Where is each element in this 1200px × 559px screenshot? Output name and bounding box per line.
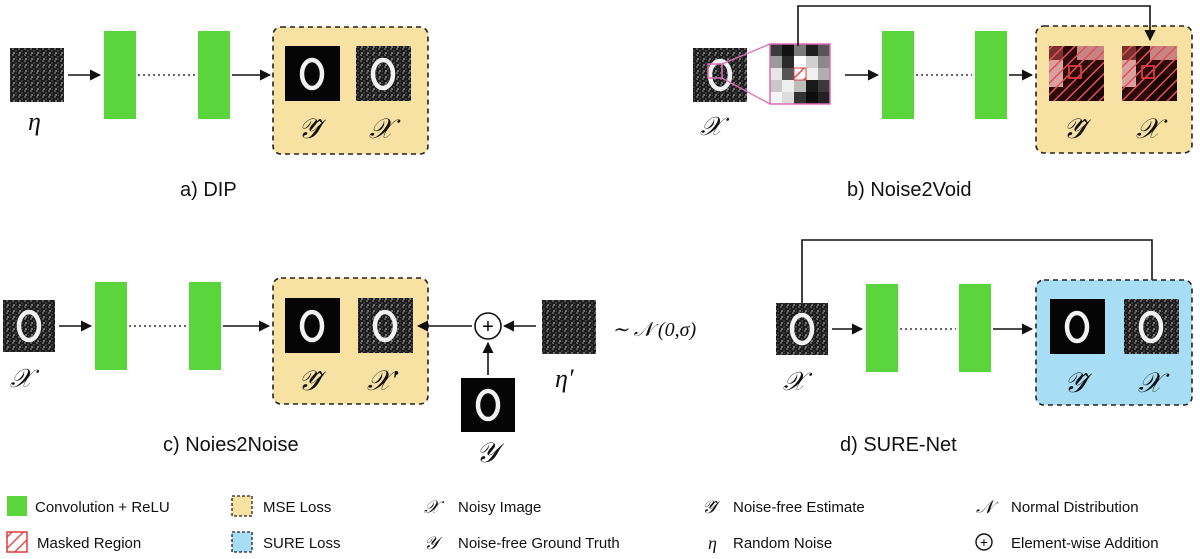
skip-connection xyxy=(801,239,1158,303)
panel-caption: a) DIP xyxy=(180,179,237,201)
legend-normal-symbol: 𝒩 xyxy=(976,497,999,517)
legend-noisy-symbol: 𝒳 xyxy=(424,497,445,517)
legend-gt-label: Noise-free Ground Truth xyxy=(458,535,620,552)
legend-mse-label: MSE Loss xyxy=(263,499,331,516)
legend-sure-label: SURE Loss xyxy=(263,535,341,552)
clean-image xyxy=(461,378,515,432)
panel-sure-net: 𝒳 𝒴̂ 𝒳 d) SURE-Net xyxy=(776,239,1193,456)
legend-mse-swatch xyxy=(231,495,253,517)
noise-image xyxy=(542,300,596,354)
legend-add-icon xyxy=(975,533,993,551)
legend-masked-swatch xyxy=(6,531,28,553)
masked-noisy-image xyxy=(1122,46,1177,101)
noisy-target-image xyxy=(358,298,413,353)
panel-noise2noise: 𝒳 𝒴̂ 𝒳′ + 𝒴 η′ ∼ 𝒩 (0,σ) c) Noies2Noise xyxy=(3,277,696,469)
input-symbol: η xyxy=(28,107,41,136)
addition-node: + xyxy=(474,312,502,340)
input-symbol: 𝒳 xyxy=(783,367,813,396)
magnifier-line xyxy=(721,43,771,65)
conv-block xyxy=(95,282,127,370)
legend-noisy-label: Noisy Image xyxy=(458,499,541,516)
legend-estimate-symbol: 𝒴̂ xyxy=(702,497,721,517)
legend-noise-label: Random Noise xyxy=(733,535,832,552)
legend-add-symbol: + xyxy=(980,534,988,550)
masked-estimate-image xyxy=(1049,46,1104,101)
conv-block xyxy=(975,31,1007,119)
noisy-image xyxy=(356,46,411,101)
panel-dip: η 𝒴̂ 𝒳 a) DIP xyxy=(10,26,429,201)
conv-block xyxy=(959,284,991,372)
conv-block xyxy=(104,31,136,119)
legend-conv-swatch xyxy=(7,496,27,516)
legend: Convolution + ReLU MSE Loss 𝒳 Noisy Imag… xyxy=(6,495,1159,553)
panel-caption: b) Noise2Void xyxy=(847,179,972,201)
legend-gt-symbol: 𝒴 xyxy=(424,533,443,553)
noise-image xyxy=(10,48,64,102)
skip-connection xyxy=(797,5,1156,46)
estimate-image xyxy=(285,298,340,353)
conv-block xyxy=(866,284,898,372)
conv-block xyxy=(198,31,230,119)
estimate-image xyxy=(1050,299,1105,354)
noise-symbol: η′ xyxy=(555,364,574,393)
conv-block xyxy=(189,282,221,370)
plus-symbol: + xyxy=(482,316,494,338)
noisy-target-symbol: 𝒳′ xyxy=(367,366,399,397)
panel-noise2void: 𝒳 xyxy=(693,5,1193,201)
noisy-image xyxy=(693,48,747,102)
input-symbol: 𝒳 xyxy=(700,112,730,141)
clean-symbol: 𝒴 xyxy=(476,438,505,469)
panel-caption: c) Noies2Noise xyxy=(163,434,299,456)
legend-estimate-label: Noise-free Estimate xyxy=(733,499,865,516)
distribution-label: ∼ 𝒩 (0,σ) xyxy=(612,319,696,341)
estimate-image xyxy=(285,46,340,101)
magnifier-source xyxy=(707,63,723,79)
input-symbol: 𝒳 xyxy=(10,364,40,393)
noisy-image xyxy=(3,300,55,352)
magnifier-line xyxy=(721,77,771,105)
legend-noise-symbol: η xyxy=(708,533,717,553)
noisy-image xyxy=(776,303,828,355)
legend-normal-label: Normal Distribution xyxy=(1011,499,1139,516)
magnified-patch xyxy=(769,43,831,105)
legend-sure-swatch xyxy=(231,531,253,553)
legend-add-label: Element-wise Addition xyxy=(1011,535,1159,552)
panel-caption: d) SURE-Net xyxy=(840,434,957,456)
legend-conv-label: Convolution + ReLU xyxy=(35,499,170,516)
conv-block xyxy=(882,31,914,119)
legend-masked-label: Masked Region xyxy=(37,535,141,552)
noisy-image xyxy=(1124,299,1179,354)
